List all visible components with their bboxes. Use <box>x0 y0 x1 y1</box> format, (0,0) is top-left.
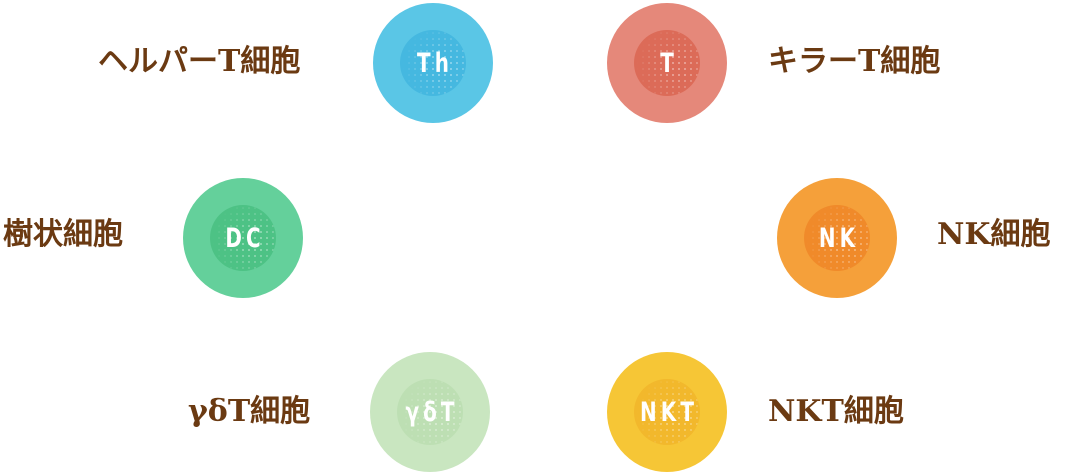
cell-abbr-th: Th <box>417 47 454 79</box>
cell-nucleus <box>804 205 870 271</box>
cell-abbr-nkt: NKT <box>640 396 699 428</box>
cell-killer-t: T <box>607 3 727 123</box>
cell-abbr-dc: DC <box>225 222 265 254</box>
cell-nucleus <box>634 379 700 445</box>
cell-abbr-nk: NK <box>818 222 860 254</box>
cell-gamma-delta-t: γδT <box>370 352 490 472</box>
cell-nkt: NKT <box>607 352 727 472</box>
cell-nucleus <box>397 379 463 445</box>
cell-nk: NK <box>777 178 897 298</box>
label-gamma-delta-t-cell: γδT細胞 <box>188 394 311 429</box>
label-killer-t-cell: キラーT細胞 <box>768 44 941 79</box>
cell-dendritic: DC <box>183 178 303 298</box>
cell-nucleus <box>400 30 466 96</box>
label-dendritic-cell: 樹状細胞 <box>3 217 123 252</box>
label-nkt-cell: NKT細胞 <box>768 394 904 429</box>
label-nk-cell: NK細胞 <box>937 217 1051 252</box>
cell-helper-t: Th <box>373 3 493 123</box>
cell-nucleus <box>634 30 700 96</box>
cell-nucleus <box>210 205 276 271</box>
cell-abbr-t: T <box>660 47 678 79</box>
label-helper-t-cell: ヘルパーT細胞 <box>98 44 301 79</box>
cell-abbr-gamma-delta-t: γδT <box>405 396 459 428</box>
